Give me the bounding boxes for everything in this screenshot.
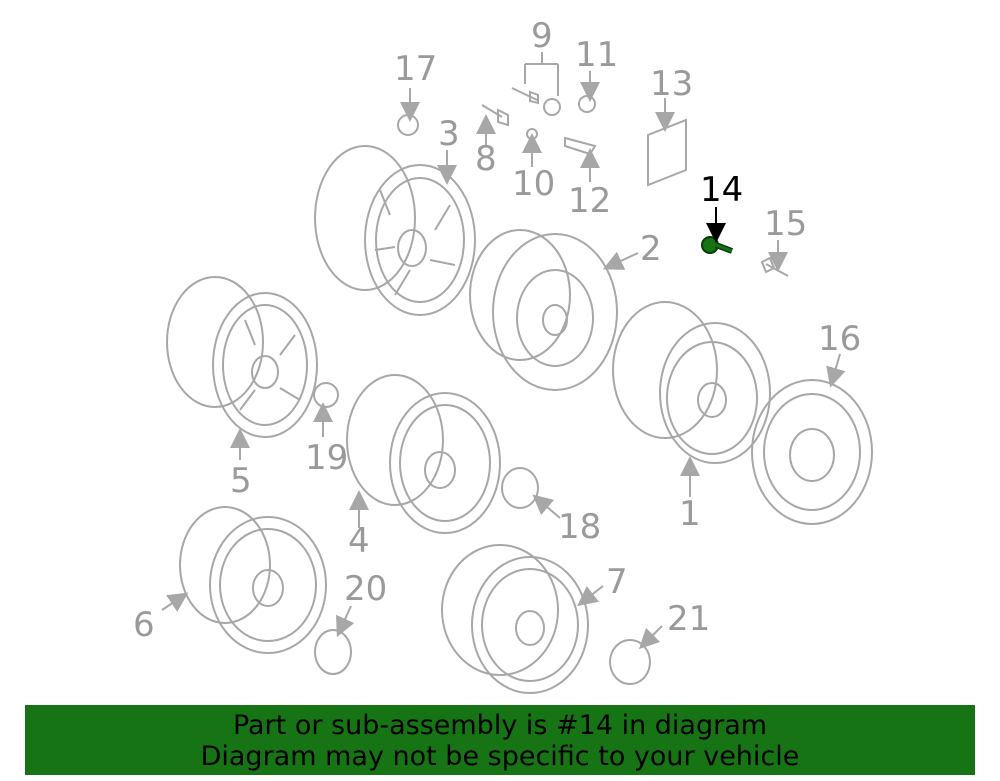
- bolt-8[interactable]: [481, 104, 509, 127]
- callout-17: 17: [394, 49, 437, 89]
- alloy-wheel-5[interactable]: [166, 276, 318, 438]
- callout-10: 10: [512, 164, 555, 204]
- banner-line-1: Part or sub-assembly is #14 in diagram: [232, 710, 768, 741]
- callout-5: 5: [230, 461, 252, 501]
- callout-3: 3: [438, 114, 460, 154]
- alloy-wheel-6[interactable]: [179, 506, 327, 654]
- callout-13: 13: [650, 64, 693, 104]
- callout-21: 21: [667, 599, 710, 639]
- callout-20: 20: [344, 569, 387, 609]
- info-banner: Part or sub-assembly is #14 in diagram D…: [25, 705, 975, 775]
- alloy-wheel-7[interactable]: [441, 544, 589, 694]
- callout-2: 2: [640, 229, 662, 269]
- callout-6: 6: [133, 605, 155, 645]
- parts-diagram: 1 2 3 4 5 6 7 8 9 10 11 12 13 14 15 16 1…: [133, 16, 873, 694]
- bolt-9a[interactable]: [511, 87, 539, 105]
- cap-17[interactable]: [397, 114, 419, 136]
- alloy-wheel-4[interactable]: [346, 374, 501, 534]
- callout-1: 1: [679, 494, 701, 534]
- callout-14: 14: [700, 170, 743, 210]
- wheel-cover-16[interactable]: [751, 379, 873, 525]
- alloy-wheel-3[interactable]: [314, 145, 476, 316]
- callout-9: 9: [531, 16, 553, 56]
- callout-8: 8: [475, 139, 497, 179]
- callout-18: 18: [558, 507, 601, 547]
- callout-16: 16: [818, 319, 861, 359]
- center-cap-18[interactable]: [501, 467, 539, 509]
- washer-10[interactable]: [526, 128, 538, 140]
- callout-7: 7: [606, 562, 628, 602]
- nut-9b[interactable]: [543, 98, 561, 116]
- callout-15: 15: [764, 204, 807, 244]
- steel-wheel-2[interactable]: [469, 229, 618, 391]
- valve-stem-15[interactable]: [760, 256, 789, 277]
- callout-19: 19: [305, 438, 348, 478]
- tool-12[interactable]: [564, 136, 597, 156]
- steel-wheel-1[interactable]: [612, 301, 771, 464]
- center-cap-19[interactable]: [313, 382, 339, 408]
- nut-11[interactable]: [578, 95, 596, 113]
- callout-11: 11: [575, 35, 618, 75]
- banner-line-2: Diagram may not be specific to your vehi…: [200, 741, 800, 772]
- center-cap-20[interactable]: [314, 629, 352, 675]
- center-cap-21[interactable]: [609, 639, 651, 685]
- manual-13[interactable]: [647, 118, 687, 187]
- callout-4: 4: [348, 521, 370, 561]
- valve-stem-14[interactable]: [701, 236, 734, 254]
- callout-12: 12: [568, 181, 611, 221]
